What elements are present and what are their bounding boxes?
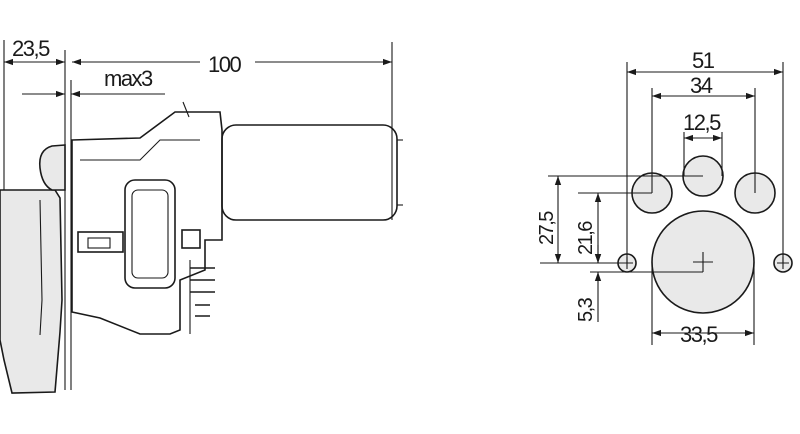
dim-overall-length-label: 100	[208, 52, 241, 77]
cutout-view: 51 34 12,5 33,5 27,5 21,6 5,3	[536, 48, 793, 347]
housing-body	[71, 111, 223, 335]
dim-circle-diameter-label: 33,5	[680, 322, 718, 347]
dim-outer-width-label: 51	[692, 48, 715, 73]
front-tab	[77, 231, 124, 253]
dim-height-lower-label: 5,3	[575, 297, 597, 322]
socket-inner	[131, 189, 169, 279]
side-view: 23,5 100 max3	[0, 36, 403, 394]
lamp-cylinder	[221, 124, 398, 221]
dim-hole-width-label: 12,5	[683, 110, 721, 135]
terminal-pins	[190, 267, 215, 317]
dim-height-mid-label: 21,6	[575, 221, 597, 255]
top-pin	[182, 101, 190, 118]
center-cross-main	[693, 252, 713, 272]
front-tab-inner	[87, 237, 111, 249]
dim-front-depth-label: 23,5	[12, 36, 50, 61]
front-bezel	[0, 189, 63, 394]
terminal-clip	[181, 229, 201, 249]
front-dome	[38, 144, 66, 191]
dim-inner-width-label: 34	[690, 73, 713, 98]
dim-height-upper-label: 27,5	[536, 211, 558, 245]
socket-block	[124, 179, 176, 289]
housing-inner-upper	[80, 139, 200, 161]
dim-max-offset-label: max3	[104, 66, 153, 91]
bezel-inner-line	[39, 199, 43, 336]
